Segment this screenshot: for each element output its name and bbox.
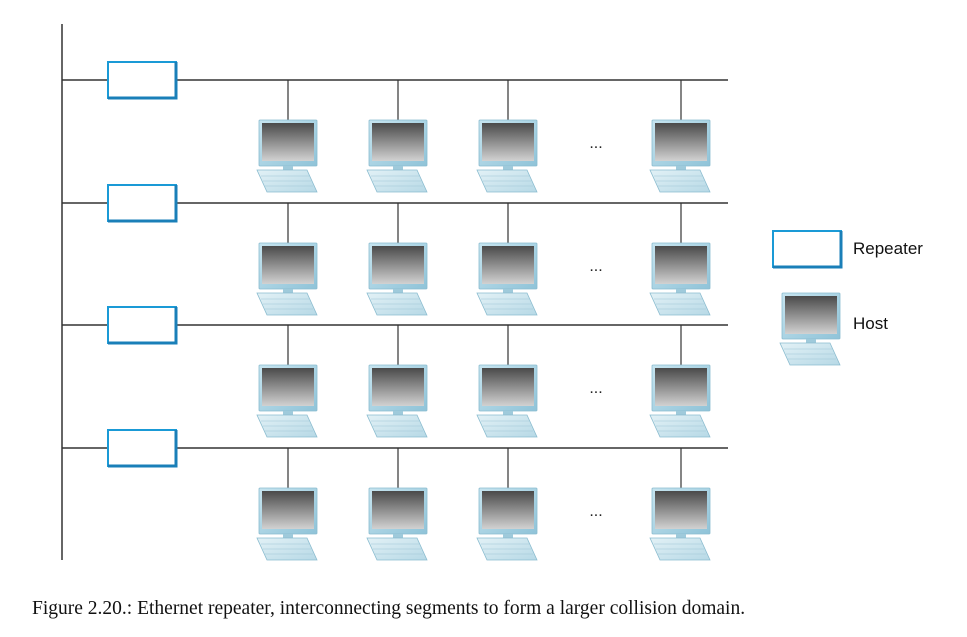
computer-icon: [366, 487, 428, 561]
computer-icon: [256, 487, 318, 561]
legend-repeater-icon: [771, 229, 843, 269]
segment-3: ...: [62, 305, 728, 438]
repeater-icon: [106, 183, 178, 223]
legend-host-label: Host: [853, 314, 888, 333]
repeater-icon: [106, 305, 178, 345]
figure-caption: Figure 2.20.: Ethernet repeater, interco…: [32, 598, 746, 619]
segment-2: ...: [62, 183, 728, 316]
host-ellipsis: ...: [589, 258, 602, 275]
computer-icon: [366, 119, 428, 193]
legend-computer-icon: [779, 292, 841, 366]
computer-icon: [256, 242, 318, 316]
host-ellipsis: ...: [589, 380, 602, 397]
computer-icon: [476, 364, 538, 438]
computer-icon: [366, 364, 428, 438]
computer-icon: [256, 364, 318, 438]
computer-icon: [476, 242, 538, 316]
computer-icon: [649, 119, 711, 193]
segment-1: ...: [62, 60, 728, 193]
computer-icon: [256, 119, 318, 193]
host-ellipsis: ...: [589, 503, 602, 520]
computer-icon: [649, 487, 711, 561]
repeater-icon: [106, 428, 178, 468]
computer-icon: [476, 487, 538, 561]
host-ellipsis: ...: [589, 135, 602, 152]
computer-icon: [476, 119, 538, 193]
legend-repeater-label: Repeater: [853, 239, 923, 258]
segment-4: ...: [62, 428, 728, 561]
repeater-icon: [106, 60, 178, 100]
computer-icon: [649, 242, 711, 316]
computer-icon: [366, 242, 428, 316]
computer-icon: [649, 364, 711, 438]
